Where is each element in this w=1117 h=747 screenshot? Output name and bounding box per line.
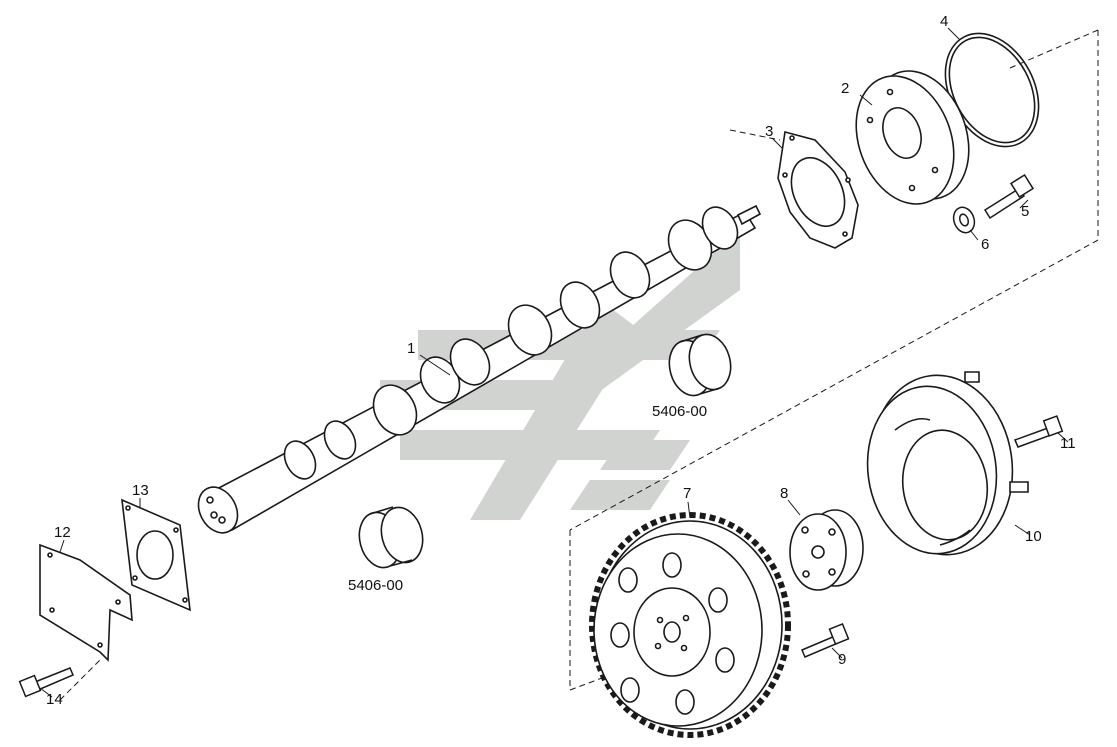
label-part-6: 6 — [981, 236, 990, 253]
bushing-lower — [353, 503, 428, 572]
label-ref-upper: 5406-00 — [652, 403, 708, 420]
camshaft — [191, 201, 760, 540]
bracket-plate-12 — [40, 545, 132, 660]
label-part-13: 13 — [132, 482, 149, 499]
bolt-11 — [1015, 416, 1062, 447]
leader-lines — [39, 27, 1069, 698]
bolt-5 — [985, 175, 1033, 218]
label-part-10: 10 — [1025, 528, 1042, 545]
label-part-2: 2 — [841, 80, 850, 97]
label-part-8: 8 — [780, 485, 789, 502]
label-part-9: 9 — [838, 651, 847, 668]
bushing-upper — [663, 330, 736, 400]
rear-plate — [857, 366, 1028, 564]
washer — [950, 204, 978, 235]
cover-plate-13 — [122, 500, 190, 610]
label-part-1: 1 — [407, 340, 416, 357]
label-part-11: 11 — [1060, 435, 1076, 452]
hub — [790, 510, 863, 590]
label-part-7: 7 — [683, 485, 692, 502]
label-part-14: 14 — [46, 691, 63, 708]
gasket — [778, 132, 858, 248]
camshaft-gear — [592, 515, 788, 735]
label-part-3: 3 — [765, 123, 774, 140]
label-ref-lower: 5406-00 — [348, 577, 404, 594]
watermark-logo — [380, 230, 740, 520]
label-part-4: 4 — [940, 13, 949, 30]
bolt-14 — [20, 668, 73, 696]
end-cover-housing — [839, 57, 986, 218]
label-part-5: 5 — [1021, 203, 1030, 220]
label-part-12: 12 — [54, 524, 71, 541]
bolt-9 — [802, 624, 848, 657]
